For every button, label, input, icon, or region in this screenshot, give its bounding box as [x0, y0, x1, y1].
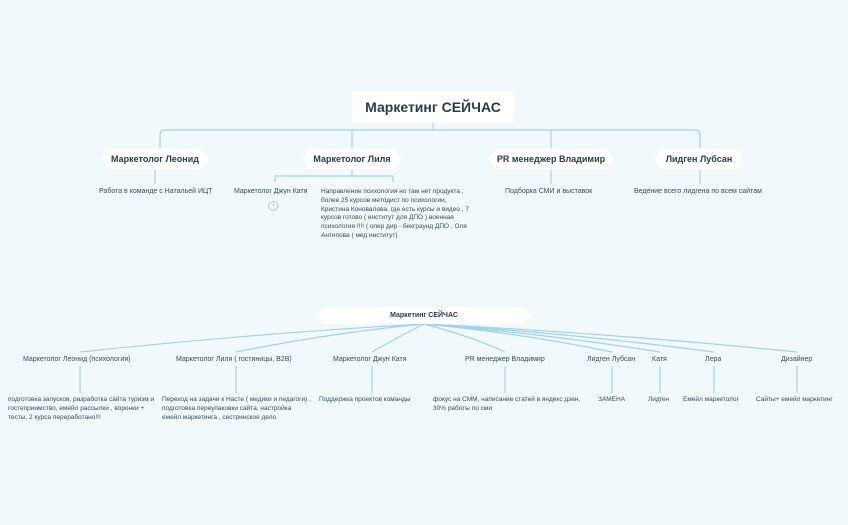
map2-lilya-child[interactable]: Переход на задачи к Насте ( медики и пед…: [162, 396, 311, 421]
map2-katya-jun-child[interactable]: Поддержка проектов команды: [319, 396, 411, 403]
map2-node-leonid[interactable]: Маркетолог Леонид (психология): [23, 356, 131, 363]
map2-node-lubsan[interactable]: Лидген Лубсан: [587, 356, 636, 363]
map2-lera-child[interactable]: Емейл маркетолог: [683, 396, 739, 403]
map2-root-node[interactable]: Маркетинг СЕЙЧАС: [316, 307, 532, 324]
map2-vladimir-child[interactable]: фокус на СММ, написание статей в яндекс …: [433, 396, 581, 412]
map1-node-lubsan[interactable]: Лидген Лубсан: [655, 149, 743, 169]
map2-node-lilya[interactable]: Маркетолог Лиля ( гостиницы, B2B): [176, 356, 292, 363]
map2-node-vladimir[interactable]: PR менеджер Владимир: [465, 356, 545, 363]
map1-leonid-child[interactable]: Работа в команде с Натальей ИЦТ: [99, 188, 213, 195]
map2-leonid-child[interactable]: подготовка запусков, разработка сайта ту…: [8, 396, 155, 421]
timer-icon: [268, 201, 278, 211]
map2-node-katya[interactable]: Катя: [652, 356, 667, 363]
map2-katya-child[interactable]: Лидген: [648, 396, 670, 403]
map1-lilya-child-katya[interactable]: Маркетолог Джун Катя: [234, 188, 308, 195]
map1-node-leonid[interactable]: Маркетолог Леонид: [101, 149, 209, 169]
map2-designer-child[interactable]: Сайты+ емейл маркетинг: [756, 396, 833, 403]
map2-node-designer[interactable]: Дизайнер: [781, 356, 813, 363]
map1-root-node[interactable]: Маркетинг СЕЙЧАС: [352, 91, 514, 123]
map2-lubsan-child[interactable]: ЗАМЕНА: [598, 396, 626, 403]
map1-node-lilya[interactable]: Маркетолог Лиля: [303, 149, 401, 169]
map1-vladimir-child[interactable]: Подборка СМИ и выставок: [505, 188, 593, 195]
map2-node-lera[interactable]: Лера: [705, 356, 722, 363]
map2-node-katya-jun[interactable]: Маркетолог Джун Катя: [333, 356, 407, 363]
map1-lilya-child-psychology[interactable]: Направление психология но там нет продук…: [321, 188, 469, 239]
map1-lubsan-child[interactable]: Ведение всего лидгена по всем сайтам: [634, 188, 762, 195]
map1-node-vladimir[interactable]: PR менеджер Владимир: [488, 149, 614, 169]
